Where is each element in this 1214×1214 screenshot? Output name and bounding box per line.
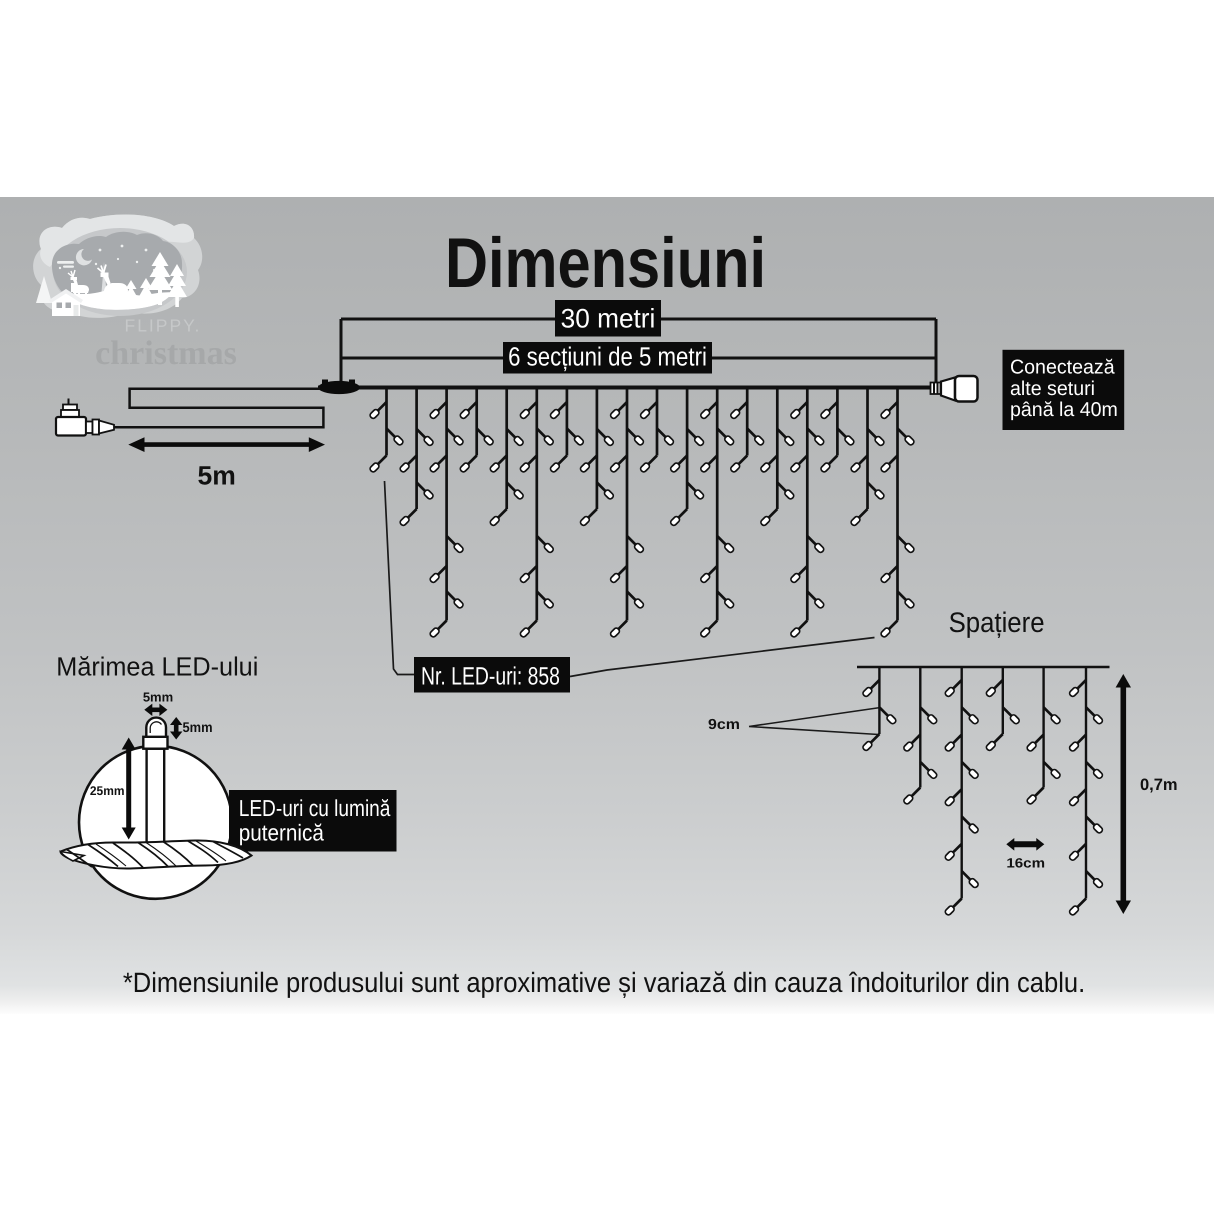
svg-text:Mărimea LED-ului: Mărimea LED-ului	[56, 652, 258, 682]
svg-text:Dimensiuni: Dimensiuni	[445, 223, 766, 302]
svg-text:alte seturi: alte seturi	[1010, 378, 1095, 400]
svg-text:30 metri: 30 metri	[561, 304, 656, 334]
svg-text:puternică: puternică	[239, 820, 324, 846]
svg-text:6 secțiuni de 5 metri: 6 secțiuni de 5 metri	[508, 341, 707, 371]
svg-text:Nr. LED-uri: 858: Nr. LED-uri: 858	[421, 663, 560, 691]
svg-text:christmas: christmas	[95, 335, 237, 372]
svg-text:Conectează: Conectează	[1010, 356, 1115, 378]
svg-text:*Dimensiunile produsului sunt: *Dimensiunile produsului sunt aproximati…	[123, 967, 1085, 998]
svg-text:16cm: 16cm	[1006, 856, 1045, 871]
svg-text:5mm: 5mm	[143, 690, 173, 705]
svg-text:5mm: 5mm	[183, 719, 213, 735]
svg-text:Spațiere: Spațiere	[949, 606, 1045, 638]
svg-text:0,7m: 0,7m	[1140, 776, 1178, 794]
svg-text:LED-uri cu lumină: LED-uri cu lumină	[239, 795, 391, 821]
svg-text:până la 40m: până la 40m	[1010, 399, 1118, 421]
svg-text:5m: 5m	[198, 461, 236, 491]
svg-text:FLIPPY.: FLIPPY.	[125, 316, 202, 336]
svg-text:9cm: 9cm	[708, 717, 740, 733]
svg-text:25mm: 25mm	[90, 784, 125, 798]
